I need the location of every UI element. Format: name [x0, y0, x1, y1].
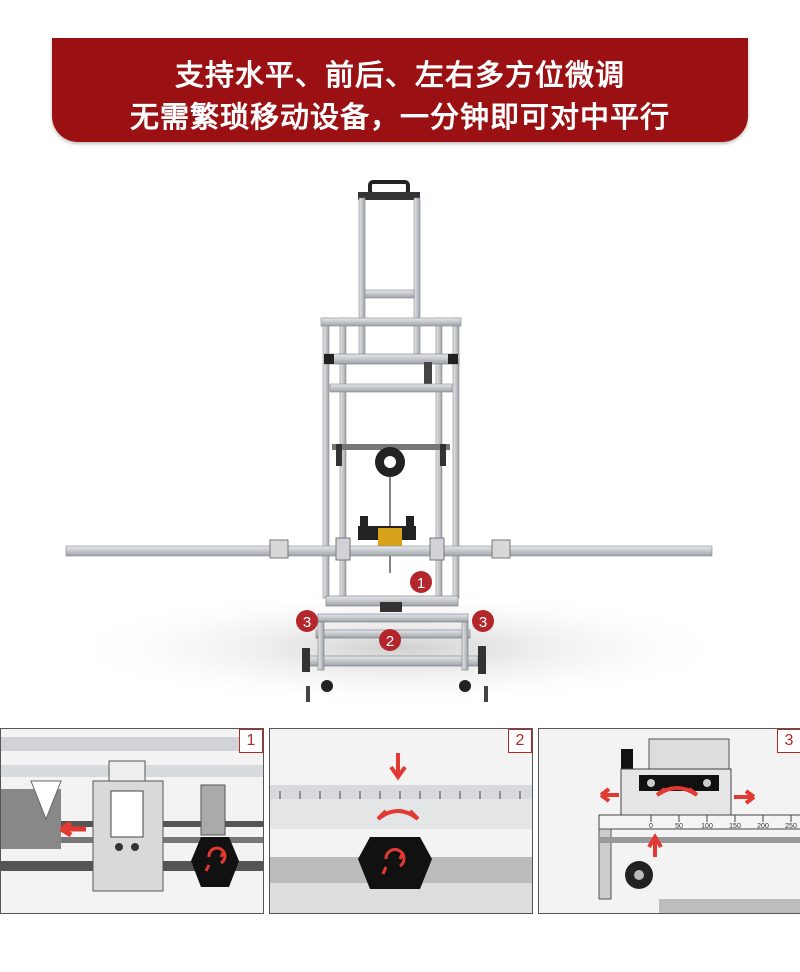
scale-tick-50: 50 [675, 823, 683, 830]
horizontal-beam [65, 545, 713, 557]
left-arrow-icon [59, 820, 86, 838]
detail-tag-1: 1 [239, 729, 263, 753]
scale-tick-250: 250 [785, 823, 797, 830]
rotate-icon [204, 846, 227, 872]
detail-tag-2: 2 [508, 729, 532, 753]
left-right-arrow-icon [376, 809, 420, 821]
marker-3-right: 3 [472, 610, 494, 632]
detail-panel-2: 2 [269, 728, 533, 914]
detail-panel-3: 0 50 100 150 200 250 3 [538, 728, 800, 914]
right-arrow-icon [734, 789, 756, 805]
marker-2-label: 2 [386, 633, 394, 650]
left-right-arrow-icon [655, 786, 699, 797]
detail-1-drawing [1, 737, 263, 892]
banner-line-2: 无需繁琐移动设备，一分钟即可对中平行 [129, 100, 670, 134]
marker-3-left: 3 [296, 610, 318, 632]
marker-1: 1 [410, 571, 432, 593]
marker-2: 2 [379, 629, 401, 651]
calibration-frame-drawing [60, 180, 740, 708]
title-banner: 支持水平、前后、左右多方位微调 无需繁琐移动设备，一分钟即可对中平行 [52, 38, 748, 142]
up-arrow-icon [647, 833, 663, 857]
banner-line-1: 支持水平、前后、左右多方位微调 [174, 58, 625, 92]
scale-tick-200: 200 [757, 823, 769, 830]
detail-2-drawing [270, 753, 532, 913]
marker-1-label: 1 [417, 575, 425, 592]
detail-3-drawing: 0 50 100 150 200 250 [598, 738, 800, 913]
detail-tag-3: 3 [777, 729, 800, 753]
detail-panel-1: 1 [0, 728, 264, 914]
left-arrow-icon [599, 787, 619, 803]
marker-3-left-label: 3 [303, 614, 311, 631]
rotate-icon [381, 848, 406, 875]
scale-tick-150: 150 [729, 823, 741, 830]
down-arrow-icon [389, 753, 407, 781]
calibration-frame-illustration [40, 178, 780, 708]
scale-tick-0: 0 [649, 823, 653, 830]
marker-3-right-label: 3 [479, 614, 487, 631]
scale-tick-100: 100 [701, 823, 713, 830]
